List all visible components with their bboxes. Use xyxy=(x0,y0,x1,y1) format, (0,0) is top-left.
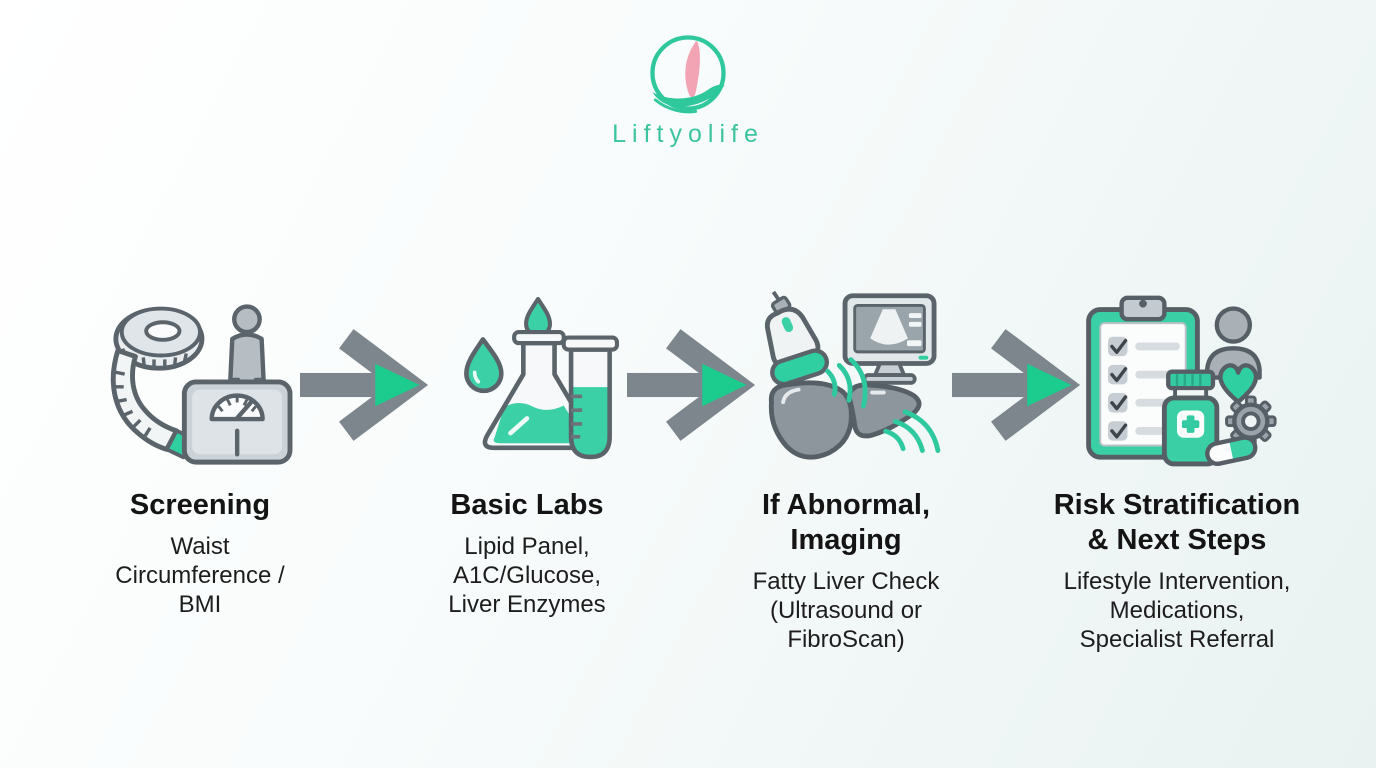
step-description: Lipid Panel, A1C/Glucose, Liver Enzymes xyxy=(448,532,606,619)
flow-step-risk-stratification: Risk Stratification & Next Steps Lifesty… xyxy=(1022,283,1332,654)
flow-step-imaging: If Abnormal, Imaging Fatty Liver Check (… xyxy=(704,283,988,654)
step-icon-box xyxy=(58,283,342,468)
brand-logo: Liftyolife xyxy=(0,30,1376,149)
flow-arrow-icon xyxy=(952,329,1081,441)
flow-arrow-icon xyxy=(627,329,756,441)
flow-arrow-icon xyxy=(300,329,429,441)
flask-test-tube-icon xyxy=(464,296,619,460)
step-title: Basic Labs xyxy=(450,489,604,521)
measuring-tape-scale-icon xyxy=(110,304,293,465)
ultrasound-liver-icon xyxy=(764,290,941,460)
step-icon-box xyxy=(704,283,988,468)
brand-name: Liftyolife xyxy=(612,120,764,148)
step-icon-box xyxy=(1022,283,1332,468)
step-description: Fatty Liver Check (Ultrasound or FibroSc… xyxy=(752,567,940,654)
step-title: Risk Stratification & Next Steps xyxy=(1053,489,1301,556)
step-title: Screening xyxy=(129,489,271,521)
step-icon-box xyxy=(385,283,669,468)
step-title: If Abnormal, Imaging xyxy=(761,489,931,556)
gear-icon xyxy=(1225,395,1277,447)
step-description: Lifestyle Intervention, Medications, Spe… xyxy=(1063,567,1291,654)
flow-step-screening: Screening Waist Circumference / BMI xyxy=(58,283,342,620)
capsule-icon xyxy=(1205,435,1258,466)
step-description: Waist Circumference / BMI xyxy=(115,532,285,619)
flow-step-basic-labs: Basic Labs Lipid Panel, A1C/Glucose, Liv… xyxy=(385,283,669,620)
liftyolife-logo-icon xyxy=(650,35,726,114)
clipboard-treatment-icon xyxy=(1086,295,1277,467)
